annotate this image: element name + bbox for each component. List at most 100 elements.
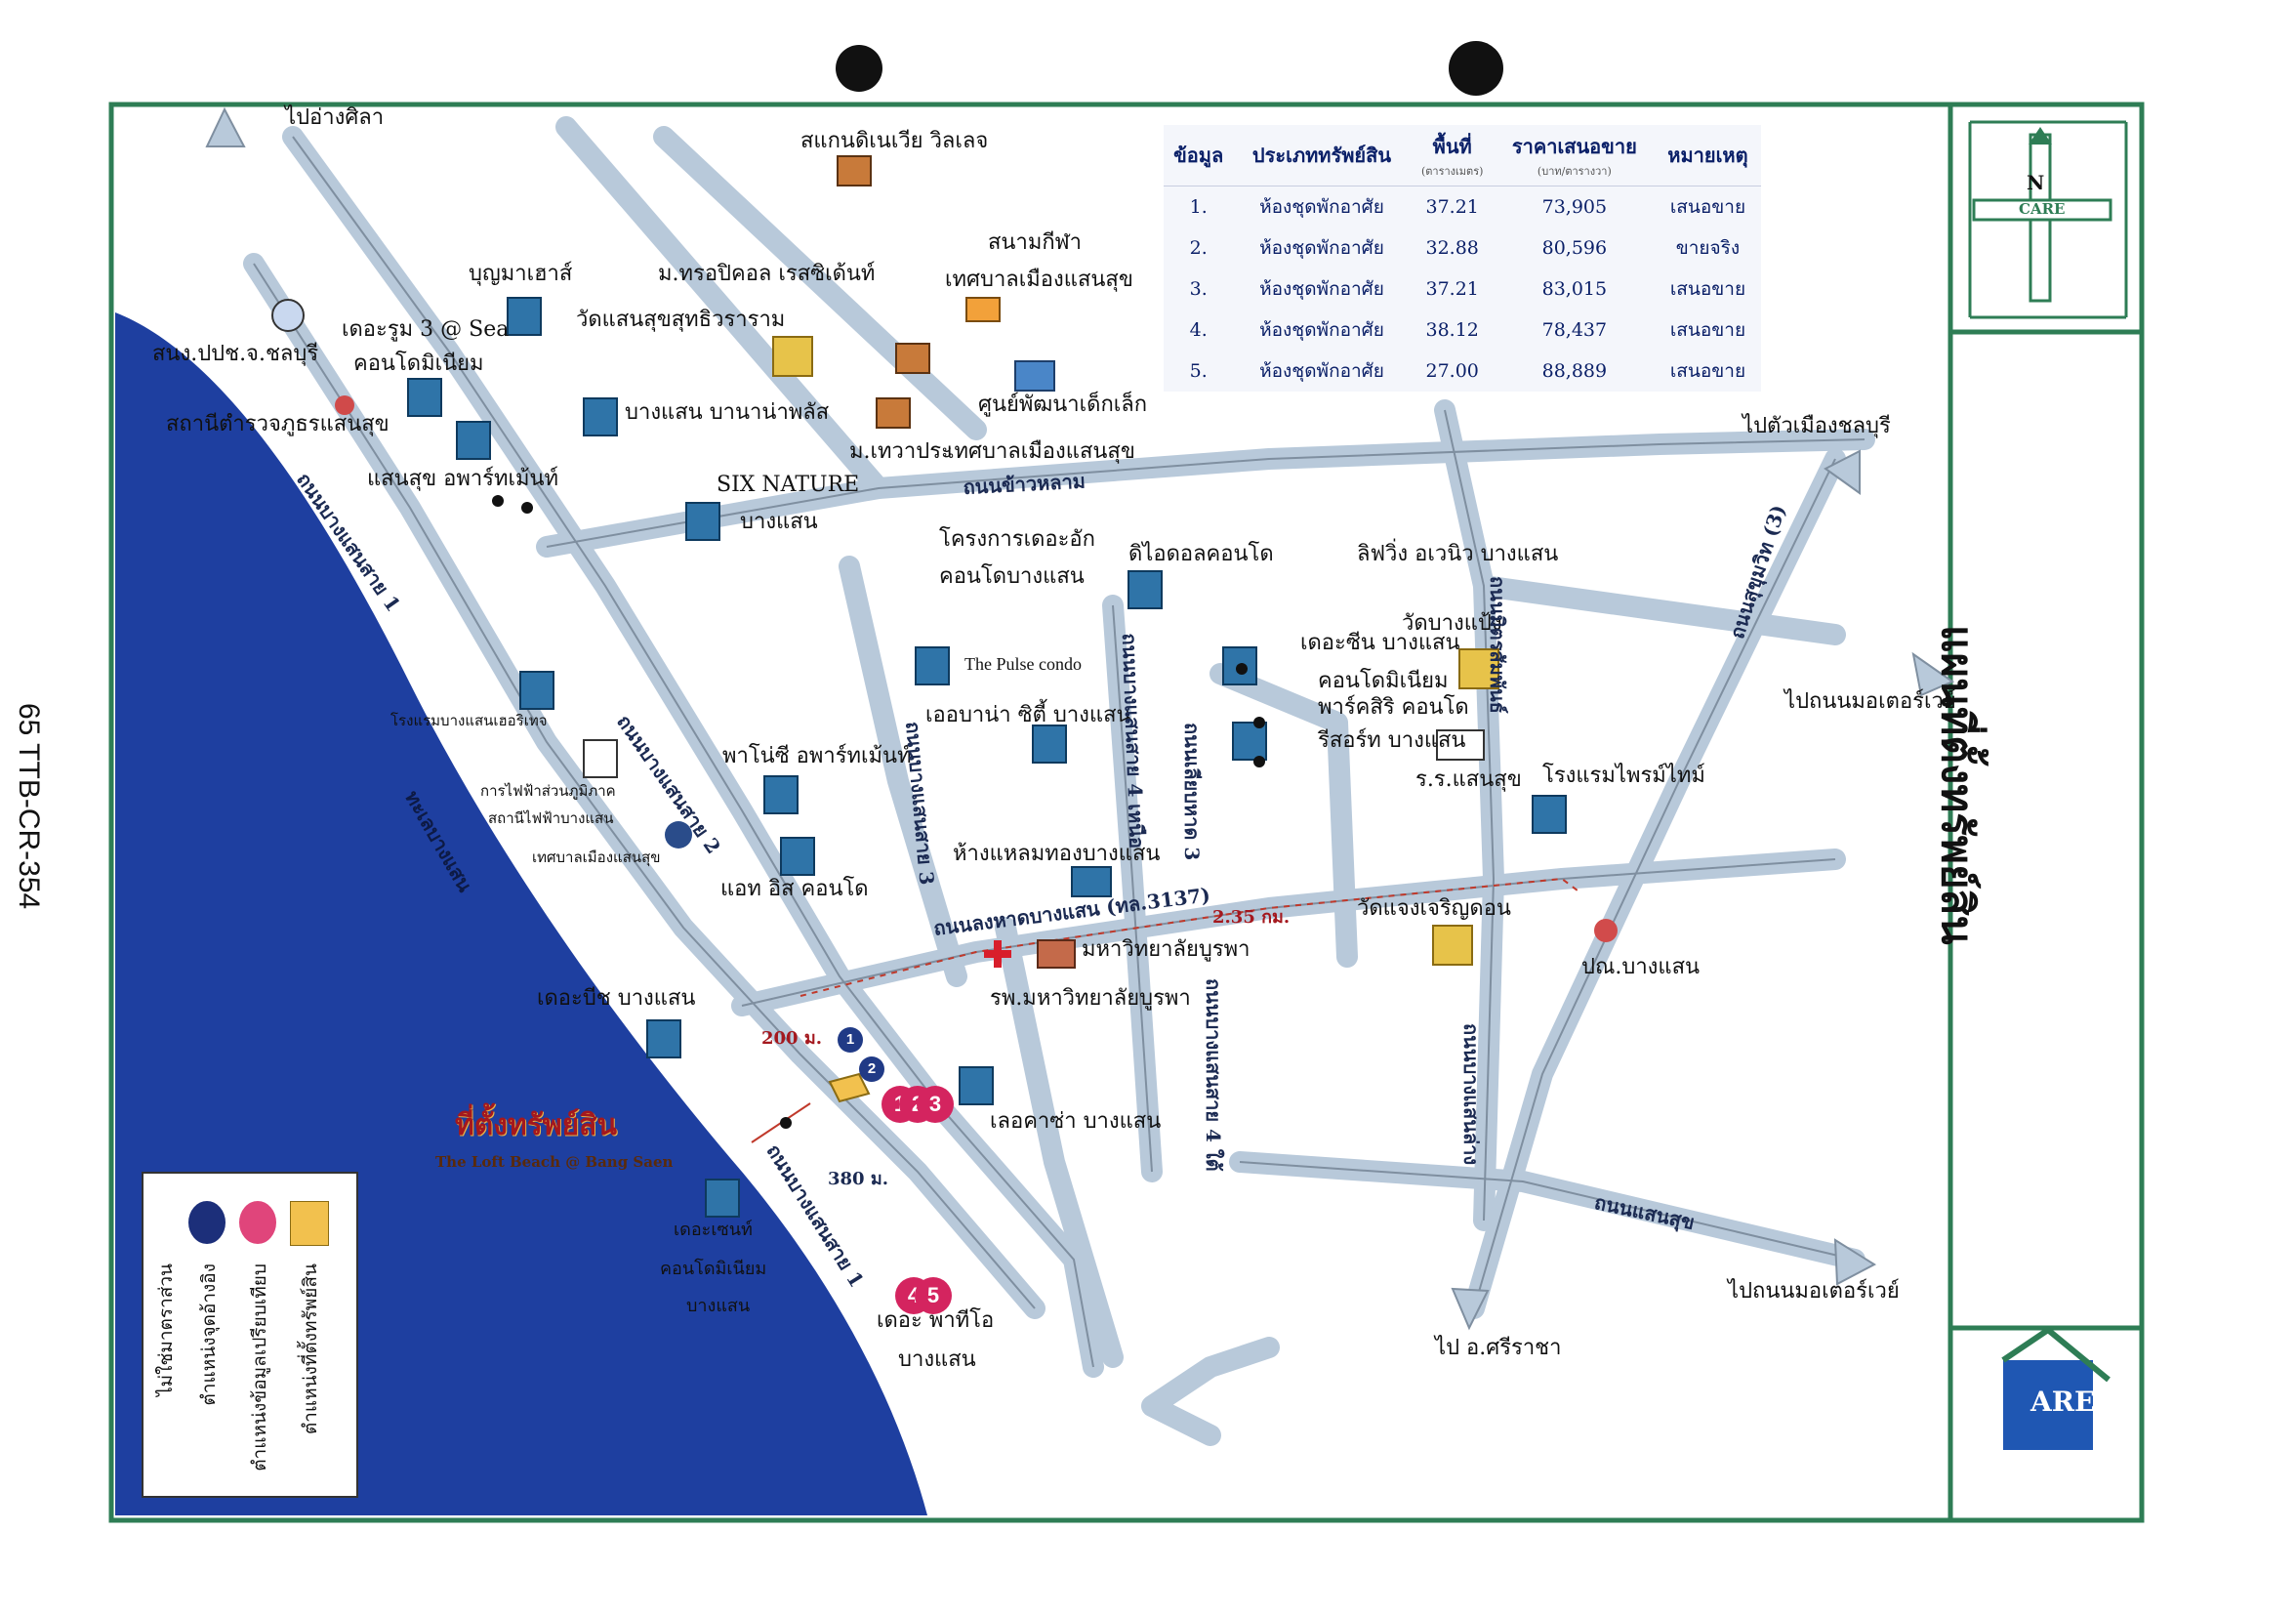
place-label: เดอะเซนท์ [674, 1220, 753, 1240]
road-coast-east [1473, 575, 1846, 645]
subject-name: The Loft Beach @ Bang Saen [435, 1153, 674, 1171]
place-label: ไปตัวเมืองชลบุรี [1742, 414, 1891, 438]
place-label: ห้างแหลมทองบางแสน [953, 842, 1161, 866]
condo-icon [763, 775, 799, 814]
temple-icon [772, 336, 813, 377]
place-label: มหาวิทยาลัยบูรพา [1082, 937, 1250, 962]
place-label: สแกนดิเนเวีย วิลเลจ [800, 129, 989, 153]
place-label: เลอคาซ่า บางแสน [990, 1109, 1162, 1134]
place-label: เทศบาลเมืองแสนสุข [945, 268, 1133, 292]
condo-icon [1232, 722, 1267, 761]
condo-icon [507, 297, 542, 336]
condo-icon [456, 421, 491, 460]
place-label: บางแสน [898, 1347, 976, 1372]
place-label: ไปถนนมอเตอร์เวย์ [1784, 689, 1956, 714]
legend-label: ตำแหน่งที่ตั้งทรัพย์สิน [300, 1263, 321, 1435]
col-header-type: ประเภททรัพย์สิน [1233, 125, 1411, 186]
distance-label: 2.35 กม. [1212, 907, 1291, 928]
punch-hole [836, 45, 882, 92]
legend-swatch-subject [290, 1201, 329, 1246]
temple-icon [1458, 648, 1499, 689]
legend-label: ตำแหน่งจุดอ้างอิง [198, 1263, 220, 1406]
place-label: เทศบาลเมืองแสนสุข [532, 849, 661, 866]
condo-icon [1032, 725, 1067, 764]
route-line [800, 877, 1582, 997]
road-north-a [555, 116, 889, 499]
place-label: ไปถนนมอเตอร์เวย์ [1728, 1279, 1900, 1304]
place-label: เดอะรูม 3 @ Sea [342, 317, 510, 342]
place-label: บางแสน บานาน่าพลัส [625, 400, 830, 425]
place-label: เออบาน่า ซิตี้ บางแสน [925, 703, 1131, 727]
condo-icon [915, 646, 950, 685]
distance-label: 380 ม. [828, 1169, 888, 1189]
place-label: สนามกีฬา [988, 230, 1083, 255]
map-title: แผนที่ตั้งทรัพย์สิน [1932, 625, 1982, 945]
condo-icon [1222, 646, 1257, 685]
place-label: ไปอ่างศิลา [285, 105, 385, 130]
place-label: วัดแจงเจริญดอน [1357, 896, 1511, 921]
child-center-icon [1014, 360, 1055, 392]
legend-swatch-reference [188, 1201, 226, 1244]
condo-icon [519, 671, 554, 710]
col-header-area: พื้นที่(ตารางเมตร) [1410, 125, 1495, 186]
place-label: สนง.ปปช.จ.ชลบุรี [152, 342, 319, 366]
police-icon [271, 299, 305, 332]
place-label: ปณ.บางแสน [1581, 955, 1701, 979]
logo-text: ARE [2030, 1386, 2096, 1418]
legend-swatch-compare [239, 1201, 276, 1244]
legend: ตำแหน่งที่ตั้งทรัพย์สิน ตำแหน่งข้อมูลเปร… [142, 1172, 358, 1498]
nacc-icon [335, 395, 354, 415]
condo-icon [646, 1019, 681, 1058]
compass-icon [1972, 127, 2112, 303]
place-label: ร.ร.แสนสุข [1415, 767, 1522, 792]
place-label: แสนสุข อพาร์ทเม้นท์ [367, 467, 559, 491]
reference-dot [492, 495, 504, 507]
power-icon [583, 739, 618, 778]
road-beach-3 [839, 556, 967, 987]
mall-icon [1071, 866, 1112, 897]
comparable-marker[interactable]: 5 [915, 1277, 952, 1314]
place-label: SIX NATURE [717, 473, 860, 497]
place-label: The Pulse condo [964, 654, 1082, 674]
condo-icon [780, 837, 815, 876]
place-label: ไป อ.ศรีราชา [1435, 1336, 1562, 1360]
reference-dot [1253, 756, 1265, 767]
university-icon [1037, 939, 1076, 969]
care-logo [2001, 1326, 2111, 1450]
road-north-b [653, 126, 987, 440]
place-label: คอนโดบางแสน [939, 564, 1085, 589]
place-label: วัดแสนสุขสุทธิวราราม [576, 308, 786, 332]
place-label: สถานีไฟฟ้าบางแสน [488, 809, 614, 827]
punch-hole [1449, 41, 1503, 96]
reference-marker[interactable]: 2 [859, 1056, 884, 1082]
place-label: คอนโดมิเนียม [660, 1259, 767, 1279]
arrow-chonburi [1824, 449, 1861, 495]
condo-icon [685, 502, 720, 541]
col-header-price: ราคาเสนอขาย(บาท/ตารางวา) [1494, 125, 1655, 186]
comparison-table: ข้อมูล ประเภททรัพย์สิน พื้นที่(ตารางเมตร… [1164, 125, 1761, 392]
reference-dot [1236, 663, 1248, 675]
arrow-sriracha [1451, 1287, 1490, 1331]
place-label: พาร์คสิริ คอนโด [1318, 695, 1469, 720]
hospital-icon [994, 940, 1002, 968]
col-header-no: ข้อมูล [1164, 125, 1234, 186]
place-label: วัดบางแป้ง [1402, 611, 1502, 636]
road-label: ถนนมิตรสัมพันธ์ [1486, 576, 1509, 714]
post-icon [1594, 919, 1618, 942]
reference-marker[interactable]: 1 [838, 1027, 863, 1053]
place-label: รีสอร์ท บางแสน [1318, 728, 1466, 753]
col-header-note: หมายเหตุ [1654, 125, 1761, 186]
place-label: บางแสน [686, 1296, 751, 1316]
document-code: 65 TTB-CR-354 [13, 703, 45, 910]
place-label: โรงแรมบางแสนเฮอริเทจ [390, 712, 548, 729]
place-label: โรงแรมไพรม์ไทม์ [1542, 764, 1705, 788]
comparable-marker[interactable]: 3 [917, 1086, 954, 1123]
house-icon [895, 343, 930, 374]
temple-icon [1432, 925, 1473, 966]
condo-icon [705, 1179, 740, 1218]
place-label: ม.ทรอปิคอล เรสซิเด้นท์ [658, 262, 876, 286]
house-icon [837, 155, 872, 186]
